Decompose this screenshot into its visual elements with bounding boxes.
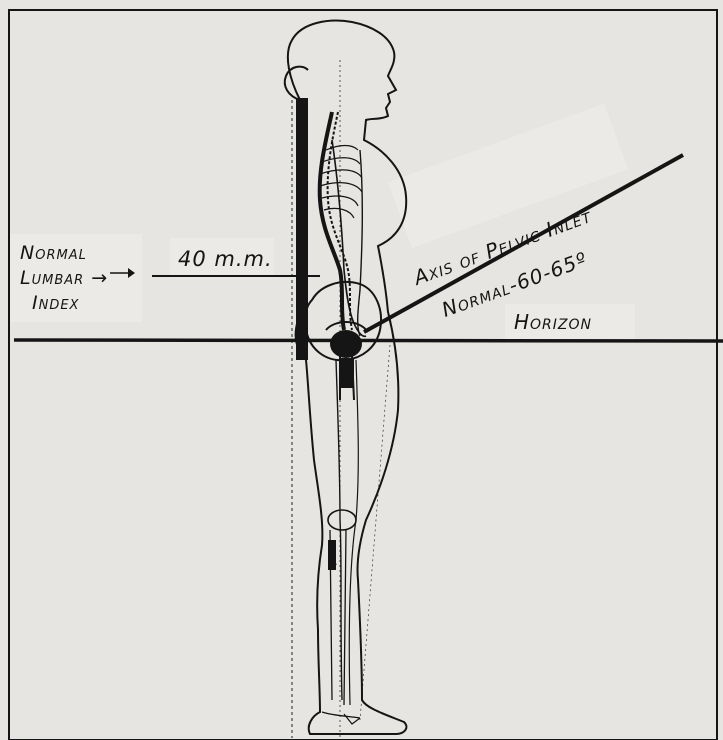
thigh-line-2 bbox=[349, 360, 358, 705]
ribcage bbox=[320, 146, 362, 219]
plumb-line-front bbox=[360, 345, 390, 720]
horizon-line bbox=[14, 340, 723, 341]
picture-frame bbox=[9, 10, 717, 740]
lumbar-index-label-line-3: Index bbox=[32, 294, 79, 313]
horizon-label: Horizon bbox=[514, 312, 592, 332]
lumbar-index-label-line-2: Lumbar → bbox=[20, 269, 108, 288]
pelvic-inlet bbox=[330, 330, 362, 358]
fibula-shade bbox=[328, 540, 336, 570]
knee-cap bbox=[328, 510, 356, 530]
foot-bones bbox=[322, 712, 360, 724]
lumbar-arrow-head bbox=[128, 268, 135, 278]
lumbar-index-label-line-1: Normal bbox=[20, 244, 87, 263]
hair-bun bbox=[285, 67, 308, 100]
femur-shaft-shade bbox=[340, 358, 354, 388]
measurement-label: 40 m.m. bbox=[178, 249, 273, 270]
